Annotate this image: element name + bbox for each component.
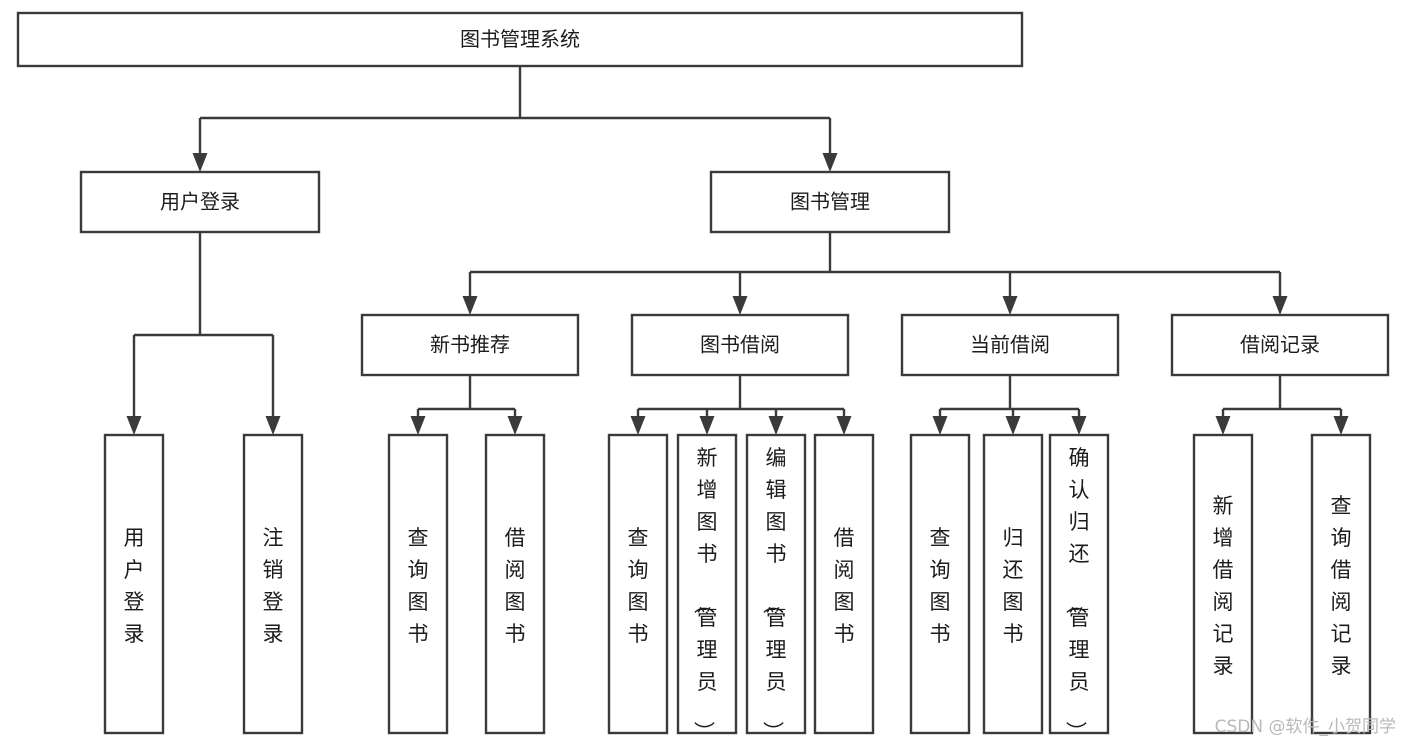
node-leaf-7[interactable]: 借阅图书 (813, 433, 875, 735)
node-l1-1-box (709, 170, 951, 234)
connector-group-l1-0 (126, 232, 281, 435)
node-root[interactable]: 图书管理系统 (16, 11, 1024, 68)
arrow-head-icon (1002, 296, 1018, 315)
node-l2-1-box (630, 313, 850, 377)
connector-group-root (192, 66, 838, 172)
node-leaf-12-label: 查询借阅记录 (1331, 494, 1352, 678)
node-leaf-2-box (387, 433, 449, 735)
node-leaf-4[interactable]: 查询图书 (607, 433, 669, 735)
arrow-head-icon (836, 416, 852, 435)
node-l1-0[interactable]: 用户登录 (79, 170, 321, 234)
node-leaf-11-label: 新增借阅记录 (1213, 494, 1234, 678)
node-leaf-1-label: 注销登录 (263, 526, 284, 646)
node-l2-3-box (1170, 313, 1390, 377)
connector-group-l1-1 (462, 232, 1288, 315)
node-leaf-10-box (1048, 433, 1110, 735)
node-l2-0-box (360, 313, 580, 377)
node-leaf-8-label: 查询图书 (930, 526, 951, 646)
node-leaf-10-label: 确认归还（管理员） (1064, 446, 1090, 742)
node-l1-0-box (79, 170, 321, 234)
node-l2-1-label: 图书借阅 (700, 333, 780, 357)
node-l2-0[interactable]: 新书推荐 (360, 313, 580, 377)
arrow-head-icon (699, 416, 715, 435)
arrow-head-icon (768, 416, 784, 435)
node-leaf-7-label: 借阅图书 (834, 526, 855, 646)
connector-layer (126, 66, 1349, 435)
node-leaf-9[interactable]: 归还图书 (982, 433, 1044, 735)
connector-group-l2-2 (932, 375, 1087, 435)
node-l1-1[interactable]: 图书管理 (709, 170, 951, 234)
arrow-head-icon (1071, 416, 1087, 435)
node-layer: 图书管理系统用户登录图书管理新书推荐图书借阅当前借阅借阅记录用户登录注销登录查询… (16, 11, 1390, 742)
node-leaf-9-box (982, 433, 1044, 735)
node-l1-1-label: 图书管理 (790, 190, 870, 214)
node-leaf-0[interactable]: 用户登录 (103, 433, 165, 735)
node-leaf-8[interactable]: 查询图书 (909, 433, 971, 735)
node-l2-3-label: 借阅记录 (1240, 333, 1320, 357)
node-leaf-12[interactable]: 查询借阅记录 (1310, 433, 1372, 735)
node-l2-2-label: 当前借阅 (970, 333, 1050, 357)
node-leaf-6-box (745, 433, 807, 735)
arrow-head-icon (410, 416, 426, 435)
node-leaf-0-box (103, 433, 165, 735)
node-root-label: 图书管理系统 (460, 27, 580, 51)
node-l2-1[interactable]: 图书借阅 (630, 313, 850, 377)
node-leaf-9-label: 归还图书 (1003, 526, 1024, 646)
node-leaf-4-box (607, 433, 669, 735)
node-leaf-3-box (484, 433, 546, 735)
arrow-head-icon (126, 416, 142, 435)
node-leaf-2[interactable]: 查询图书 (387, 433, 449, 735)
connector-group-l2-3 (1215, 375, 1349, 435)
arrow-head-icon (822, 153, 838, 172)
connector-group-l2-1 (630, 375, 852, 435)
node-leaf-2-label: 查询图书 (408, 526, 429, 646)
node-leaf-3[interactable]: 借阅图书 (484, 433, 546, 735)
node-l1-0-label: 用户登录 (160, 190, 240, 214)
node-l2-2-box (900, 313, 1120, 377)
node-leaf-5[interactable]: 新增图书（管理员） (676, 433, 738, 742)
node-leaf-6-label: 编辑图书（管理员） (761, 446, 787, 742)
arrow-head-icon (1333, 416, 1349, 435)
node-leaf-5-box (676, 433, 738, 735)
arrow-head-icon (732, 296, 748, 315)
node-leaf-1[interactable]: 注销登录 (242, 433, 304, 735)
node-l2-0-label: 新书推荐 (430, 333, 510, 357)
node-leaf-5-label: 新增图书（管理员） (692, 446, 718, 742)
arrow-head-icon (507, 416, 523, 435)
connector-group-l2-0 (410, 375, 523, 435)
arrow-head-icon (932, 416, 948, 435)
arrow-head-icon (265, 416, 281, 435)
arrow-head-icon (1215, 416, 1231, 435)
node-root-box (16, 11, 1024, 68)
node-leaf-10[interactable]: 确认归还（管理员） (1048, 433, 1110, 742)
node-leaf-4-label: 查询图书 (628, 526, 649, 646)
node-leaf-1-box (242, 433, 304, 735)
node-leaf-6[interactable]: 编辑图书（管理员） (745, 433, 807, 742)
arrow-head-icon (1272, 296, 1288, 315)
node-leaf-11-box (1192, 433, 1254, 735)
arrow-head-icon (192, 153, 208, 172)
node-leaf-7-box (813, 433, 875, 735)
node-leaf-12-box (1310, 433, 1372, 735)
node-l2-3[interactable]: 借阅记录 (1170, 313, 1390, 377)
node-leaf-3-label: 借阅图书 (505, 526, 526, 646)
arrow-head-icon (462, 296, 478, 315)
arrow-head-icon (1005, 416, 1021, 435)
node-leaf-0-label: 用户登录 (124, 526, 145, 646)
arrow-head-icon (630, 416, 646, 435)
node-leaf-8-box (909, 433, 971, 735)
csdn-watermark: CSDN @软件_小贺同学 (1215, 717, 1396, 737)
node-leaf-11[interactable]: 新增借阅记录 (1192, 433, 1254, 735)
node-l2-2[interactable]: 当前借阅 (900, 313, 1120, 377)
